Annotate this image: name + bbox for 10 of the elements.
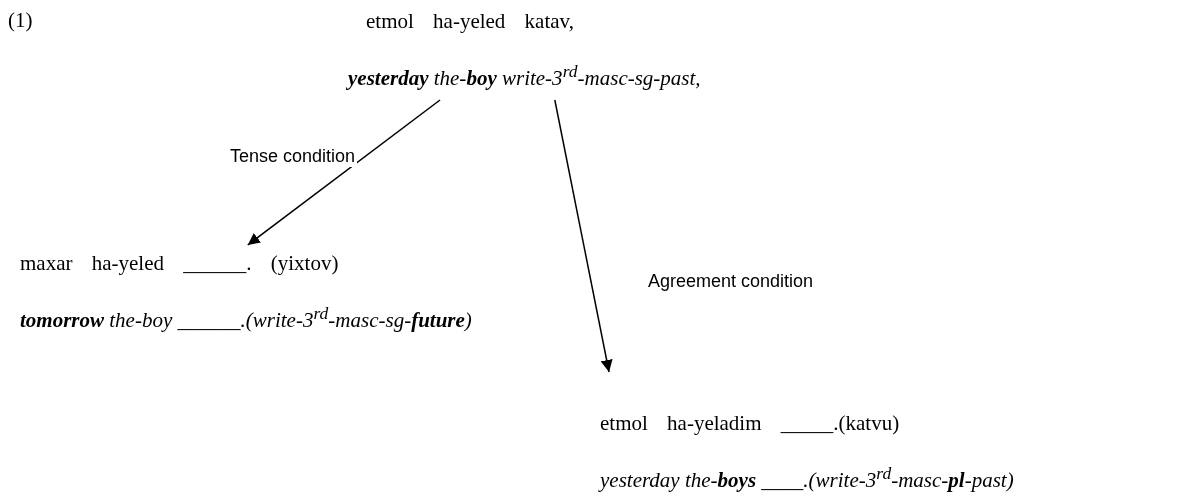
arrow xyxy=(247,99,441,246)
arrow xyxy=(554,99,613,373)
example-sentence: etmol ha-yeled katav, xyxy=(366,8,574,34)
gloss-line: yesterday the-boys ____.(write-3$^{rd}$-masc-pl-past) xyxy=(600,462,1014,493)
example-number: (1) xyxy=(8,8,33,33)
edge-label: Tense condition xyxy=(228,146,358,167)
example-sentence: maxar ha-yeled ______. (yixtov) xyxy=(20,250,339,276)
gloss-line: tomorrow the-boy ______.(write-3$^{rd}$-masc-sg-future) xyxy=(20,302,472,333)
gloss-line: yesterday the-boy write-3$^{rd}$-masc-sg-past, xyxy=(348,60,701,91)
example-sentence: etmol ha-yeladim _____.(katvu) xyxy=(600,410,900,436)
